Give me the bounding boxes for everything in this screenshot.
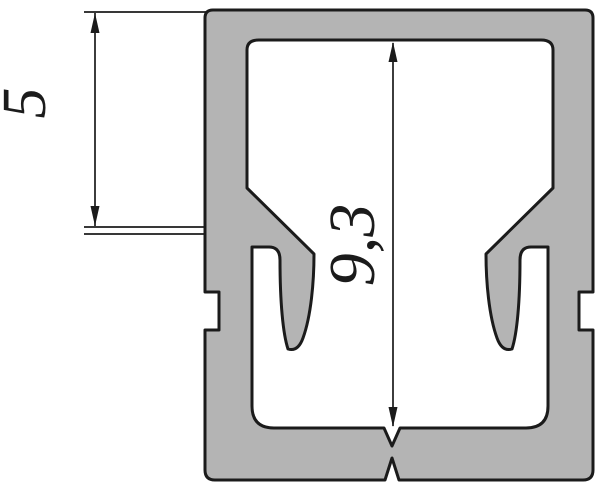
- dimension-label-5: 5: [0, 88, 59, 119]
- dimension-arrow-down-icon: [388, 407, 398, 427]
- dimension-5-group: 5: [0, 11, 206, 235]
- dimension-arrow-up-icon: [388, 42, 398, 62]
- dimension-arrow-down-icon: [90, 206, 100, 226]
- dimension-arrow-up-icon: [90, 13, 100, 33]
- profile-cross-section: [203, 8, 595, 482]
- dimension-label-93: 9,3: [316, 204, 389, 287]
- dimension-93-group: 9,3: [316, 42, 398, 427]
